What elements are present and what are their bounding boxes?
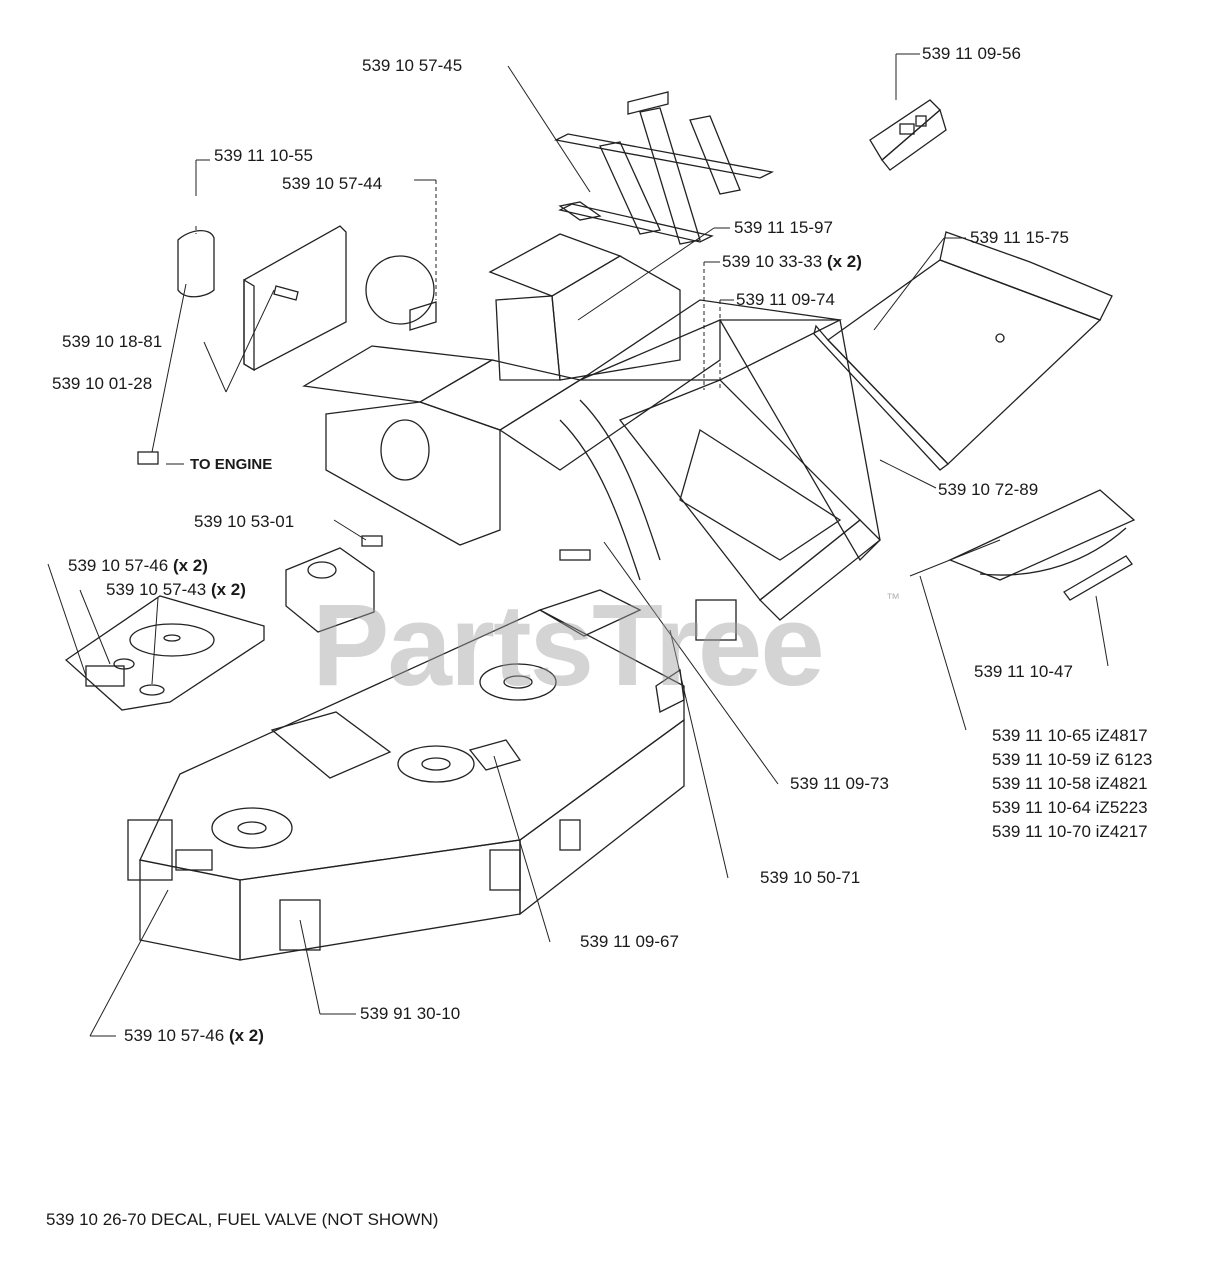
label-539-11-10-58: 539 11 10-58 iZ4821 xyxy=(992,774,1148,793)
decal-strip-part xyxy=(1063,555,1133,601)
mower-deck-part xyxy=(127,589,685,961)
label-539-11-10-70: 539 11 10-70 iZ4217 xyxy=(992,822,1148,841)
fuel-tank-part xyxy=(285,535,383,633)
label-539-10-33-33: 539 10 33-33 (x 2) xyxy=(722,252,862,272)
label-539-10-57-45: 539 10 57-45 xyxy=(362,56,463,75)
label-539-11-15-75: 539 11 15-75 xyxy=(970,228,1069,247)
label-539-91-30-10: 539 91 30-10 xyxy=(360,1004,461,1023)
label-539-11-09-56: 539 11 09-56 xyxy=(922,44,1021,63)
engine-decal-part xyxy=(137,285,299,465)
label-539-11-10-64: 539 11 10-64 iZ5223 xyxy=(992,798,1148,817)
panel-part xyxy=(948,489,1136,581)
label-539-11-10-59: 539 11 10-59 iZ 6123 xyxy=(992,750,1153,769)
small-bracket-part xyxy=(869,99,947,171)
part-number: 539 10 57-46 xyxy=(68,556,169,575)
label-539-11-09-73: 539 11 09-73 xyxy=(790,774,889,793)
label-539-10-72-89: 539 10 72-89 xyxy=(938,480,1039,499)
label-539-10-57-46-bottom: 539 10 57-46 (x 2) xyxy=(124,1026,264,1046)
label-539-11-09-74: 539 11 09-74 xyxy=(736,290,835,309)
footer-note: 539 10 26-70 DECAL, FUEL VALVE (NOT SHOW… xyxy=(46,1210,439,1229)
trademark-symbol: ™ xyxy=(886,590,900,606)
label-539-11-10-47: 539 11 10-47 xyxy=(974,662,1073,681)
label-to-engine: TO ENGINE xyxy=(190,456,273,473)
leader-lines xyxy=(47,53,1109,1037)
quantity: (x 2) xyxy=(228,1026,264,1045)
label-539-10-57-44: 539 10 57-44 xyxy=(282,174,383,193)
deck-cover-part xyxy=(64,595,265,711)
quantity: (x 2) xyxy=(826,252,862,271)
label-539-11-09-67: 539 11 09-67 xyxy=(580,932,679,951)
part-number: 539 10 33-33 xyxy=(722,252,823,271)
label-539-11-10-65: 539 11 10-65 iZ4817 xyxy=(992,726,1148,745)
part-number: 539 10 57-46 xyxy=(124,1026,225,1045)
label-539-10-53-01: 539 10 53-01 xyxy=(194,512,295,531)
label-539-11-15-97: 539 11 15-97 xyxy=(734,218,833,237)
quantity: (x 2) xyxy=(172,556,208,575)
quantity: (x 2) xyxy=(210,580,246,599)
part-number: 539 10 57-43 xyxy=(106,580,207,599)
watermark: PartsTree xyxy=(312,580,825,710)
label-539-10-50-71: 539 10 50-71 xyxy=(760,868,861,887)
tray-part xyxy=(813,231,1113,471)
label-539-10-57-46-top: 539 10 57-46 (x 2) xyxy=(68,556,208,576)
label-539-10-01-28: 539 10 01-28 xyxy=(52,374,153,393)
label-539-11-10-55: 539 11 10-55 xyxy=(214,146,313,165)
label-539-10-57-43: 539 10 57-43 (x 2) xyxy=(106,580,246,600)
label-539-10-18-81: 539 10 18-81 xyxy=(62,332,163,351)
top-bracket-part xyxy=(553,91,775,245)
main-frame-part xyxy=(302,233,881,641)
